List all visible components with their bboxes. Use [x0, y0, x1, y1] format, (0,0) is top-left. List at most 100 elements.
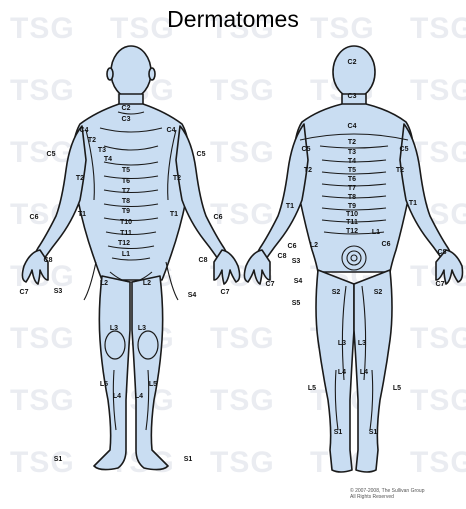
front-label-l5: L5: [100, 381, 108, 388]
front-label-c4: C4: [80, 127, 89, 134]
front-label-s1: S1: [54, 456, 63, 463]
front-label-s3: S3: [54, 288, 63, 295]
back-label-s2: S2: [332, 289, 341, 296]
back-label-s1: S1: [369, 429, 378, 436]
back-label-t6: T6: [348, 176, 356, 183]
front-label-t2: T2: [88, 137, 96, 144]
back-label-t3: T3: [348, 149, 356, 156]
back-label-s2: S2: [374, 289, 383, 296]
back-label-c5: C5: [302, 146, 311, 153]
front-label-t6: T6: [122, 178, 130, 185]
front-label-l2: L2: [143, 280, 151, 287]
back-label-t2: T2: [348, 139, 356, 146]
front-label-t11: T11: [120, 230, 132, 237]
watermark-text: TSG: [410, 384, 466, 417]
back-label-c6: C6: [288, 243, 297, 250]
back-label-t1: T1: [409, 200, 417, 207]
front-label-l2: L2: [100, 280, 108, 287]
front-head: [111, 46, 151, 98]
back-label-t1: T1: [286, 203, 294, 210]
back-label-t9: T9: [348, 203, 356, 210]
watermark-text: TSG: [410, 446, 466, 479]
front-label-t2: T2: [173, 175, 181, 182]
back-label-c5: C5: [400, 146, 409, 153]
page-title: Dermatomes: [0, 6, 466, 33]
back-label-l5: L5: [308, 385, 316, 392]
front-label-t10: T10: [120, 219, 132, 226]
front-label-c8: C8: [44, 257, 53, 264]
front-label-l3: L3: [138, 325, 146, 332]
front-label-c7: C7: [20, 289, 29, 296]
front-label-t9: T9: [122, 208, 130, 215]
front-label-c4: C4: [167, 127, 176, 134]
back-label-l3: L3: [358, 340, 366, 347]
front-leg-right: [132, 276, 168, 470]
back-label-l5: L5: [393, 385, 401, 392]
back-head: [333, 46, 375, 98]
back-label-t11: T11: [346, 219, 358, 226]
front-label-c6: C6: [30, 214, 39, 221]
front-label-c5: C5: [47, 151, 56, 158]
back-label-c2: C2: [348, 59, 357, 66]
back-label-t8: T8: [348, 194, 356, 201]
front-label-l4: L4: [113, 393, 121, 400]
front-label-l3: L3: [110, 325, 118, 332]
watermark-text: TSG: [210, 74, 275, 107]
front-label-t3: T3: [98, 147, 106, 154]
back-label-c7: C7: [436, 281, 445, 288]
back-label-l3: L3: [338, 340, 346, 347]
front-label-t4: T4: [104, 156, 112, 163]
back-label-t2: T2: [396, 167, 404, 174]
watermark-text: TSG: [10, 74, 75, 107]
back-label-t12: T12: [346, 228, 358, 235]
front-label-l4: L4: [135, 393, 143, 400]
back-label-t4: T4: [348, 158, 356, 165]
front-label-t5: T5: [122, 167, 130, 174]
watermark-text: TSG: [410, 74, 466, 107]
back-label-t10: T10: [346, 211, 358, 218]
back-label-s3: S3: [292, 258, 301, 265]
watermark-text: TSG: [210, 322, 275, 355]
back-label-c3: C3: [348, 93, 357, 100]
front-label-l1: L1: [122, 251, 130, 258]
front-label-t1: T1: [78, 211, 86, 218]
front-label-s4: S4: [188, 292, 197, 299]
back-label-t7: T7: [348, 185, 356, 192]
front-ear-left: [107, 68, 113, 80]
front-label-t7: T7: [122, 188, 130, 195]
back-label-l4: L4: [338, 369, 346, 376]
front-label-c5: C5: [197, 151, 206, 158]
front-label-s1: S1: [184, 456, 193, 463]
watermark-text: TSG: [10, 446, 75, 479]
watermark-text: TSG: [410, 322, 466, 355]
front-ear-right: [149, 68, 155, 80]
watermark-text: TSG: [10, 322, 75, 355]
front-label-t12: T12: [118, 240, 130, 247]
front-label-t2: T2: [76, 175, 84, 182]
front-leg-left: [94, 276, 130, 470]
front-label-c6: C6: [214, 214, 223, 221]
copyright-line-2: All Rights Reserved: [350, 494, 460, 500]
back-leg-left: [316, 270, 354, 472]
watermark-text: TSG: [210, 384, 275, 417]
front-label-t1: T1: [170, 211, 178, 218]
front-label-c2: C2: [122, 105, 131, 112]
watermark-text: TSG: [210, 136, 275, 169]
watermark-text: TSG: [10, 384, 75, 417]
front-label-c3: C3: [122, 116, 131, 123]
back-label-s1: S1: [334, 429, 343, 436]
back-label-t2: T2: [304, 167, 312, 174]
back-label-s4: S4: [294, 278, 303, 285]
copyright-notice: © 2007-2008, The Sullivan Group All Righ…: [350, 488, 460, 500]
front-label-t8: T8: [122, 198, 130, 205]
back-label-l1: L1: [372, 229, 380, 236]
front-label-c7: C7: [221, 289, 230, 296]
front-label-c8: C8: [199, 257, 208, 264]
back-label-c4: C4: [348, 123, 357, 130]
watermark-text: TSG: [10, 136, 75, 169]
watermark-text: TSG: [210, 446, 275, 479]
front-label-l5: L5: [149, 381, 157, 388]
back-label-c6: C6: [382, 241, 391, 248]
